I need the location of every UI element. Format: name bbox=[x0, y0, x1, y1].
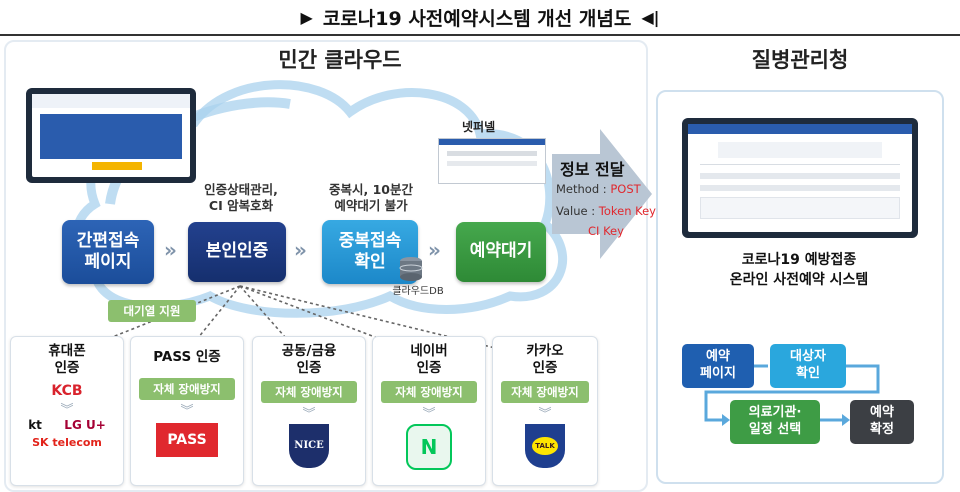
step-identity-verification: 본인인증 bbox=[188, 222, 286, 282]
provider-title: 휴대폰 인증 bbox=[48, 343, 86, 376]
provider-card-mobile: 휴대폰 인증 KCB ︾ kt LG U+ SK telecom bbox=[10, 336, 124, 486]
step-easy-access-page: 간편접속 페이지 bbox=[62, 220, 154, 284]
self-failover-badge: 자체 장애방지 bbox=[261, 380, 357, 403]
transfer-method: Method : POST bbox=[556, 182, 641, 196]
chevron-down-icon: ︾ bbox=[180, 403, 194, 419]
transfer-arrow bbox=[552, 129, 652, 259]
queue-support-badge: 대기열 지원 bbox=[108, 300, 196, 322]
triangle-right-icon: ▶ bbox=[300, 7, 313, 27]
chevron-down-icon: ︾ bbox=[422, 406, 436, 422]
chevron-right-icon: » bbox=[164, 238, 177, 262]
provider-title: PASS 인증 bbox=[153, 349, 221, 365]
chevron-down-icon: ︾ bbox=[60, 402, 74, 418]
provider-title: 네이버 인증 bbox=[410, 343, 448, 376]
self-failover-badge: 자체 장애방지 bbox=[501, 380, 589, 403]
page-title-bar: ▶ 코로나19 사전예약시스템 개선 개념도 ◀| bbox=[0, 0, 960, 36]
triangle-left-icon: ◀| bbox=[641, 7, 660, 27]
kdca-step-confirm: 예약 확정 bbox=[850, 400, 914, 444]
provider-card-pass: PASS 인증 자체 장애방지 ︾ PASS bbox=[130, 336, 244, 486]
chevron-down-icon: ︾ bbox=[302, 406, 316, 422]
provider-title: 공동/금융 인증 bbox=[281, 343, 337, 376]
transfer-value: Value : Token Key, bbox=[556, 204, 660, 218]
provider-card-naver: 네이버 인증 자체 장애방지 ︾ N bbox=[372, 336, 486, 486]
kdca-step-eligibility-check: 대상자 확인 bbox=[770, 344, 846, 388]
mobile-page-screenshot bbox=[26, 88, 196, 183]
netfunnel-window bbox=[438, 138, 546, 184]
page-title: 코로나19 사전예약시스템 개선 개념도 bbox=[322, 7, 632, 30]
provider-card-kakao: 카카오 인증 자체 장애방지 ︾ TALK bbox=[492, 336, 598, 486]
naver-logo: N bbox=[406, 423, 452, 470]
chevron-right-icon: » bbox=[294, 238, 307, 262]
chevron-down-icon: ︾ bbox=[538, 406, 552, 422]
left-section-title: 민간 클라우드 bbox=[278, 48, 402, 72]
transfer-title: 정보 전달 bbox=[560, 160, 625, 179]
sk-logo: SK telecom bbox=[32, 435, 102, 449]
duplicate-note: 중복시, 10분간 예약대기 불가 bbox=[329, 182, 413, 213]
nice-logo: NICE bbox=[289, 423, 329, 468]
pass-logo: PASS bbox=[156, 422, 218, 457]
provider-card-certificate: 공동/금융 인증 자체 장애방지 ︾ NICE bbox=[252, 336, 366, 486]
netfunnel-label: 넷퍼넬 bbox=[462, 120, 496, 134]
auth-note: 인증상태관리, CI 암복호화 bbox=[204, 182, 278, 213]
lgu-logo: LG U+ bbox=[64, 417, 106, 432]
transfer-value-ci: CI Key bbox=[588, 224, 624, 238]
system-name: 코로나19 예방접종 온라인 사전예약 시스템 bbox=[729, 252, 869, 289]
chevron-right-icon: » bbox=[428, 238, 441, 262]
kcb-logo: KCB bbox=[51, 382, 83, 399]
database-icon bbox=[399, 257, 423, 281]
kakao-logo: TALK bbox=[525, 423, 565, 468]
kdca-step-reservation-page: 예약 페이지 bbox=[682, 344, 754, 388]
kdca-system-screenshot bbox=[682, 118, 918, 238]
self-failover-badge: 자체 장애방지 bbox=[139, 377, 235, 400]
self-failover-badge: 자체 장애방지 bbox=[381, 380, 477, 403]
cloud-db-label: 클라우드DB bbox=[392, 286, 444, 297]
step-reservation-queue: 예약대기 bbox=[456, 222, 546, 282]
provider-title: 카카오 인증 bbox=[526, 343, 564, 376]
kdca-step-select-institution: 의료기관· 일정 선택 bbox=[730, 400, 820, 444]
kt-logo: kt bbox=[28, 417, 42, 432]
right-section-title: 질병관리청 bbox=[751, 48, 849, 72]
